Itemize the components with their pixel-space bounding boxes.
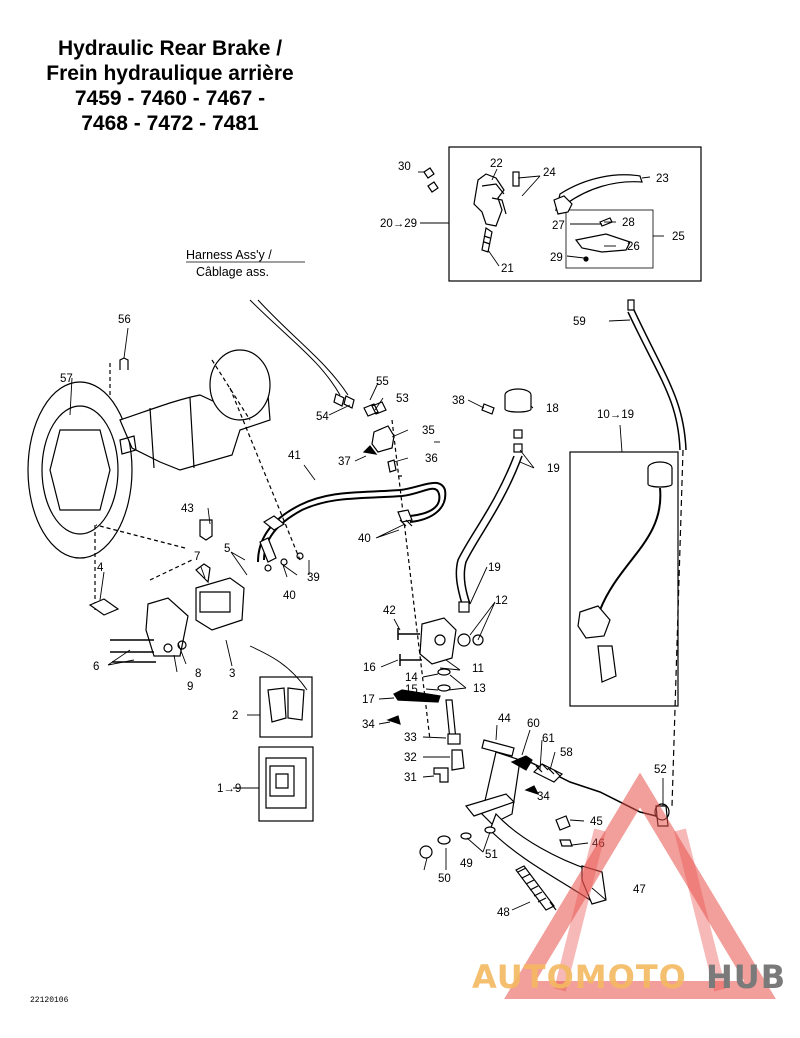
callout-43: 43 (181, 503, 194, 515)
reservoir-18 (481, 388, 532, 453)
callout-16: 16 (363, 662, 376, 674)
harness-wire (249, 299, 355, 409)
callout-20to29: 20→29 (380, 218, 417, 230)
brake-line-41 (257, 481, 447, 563)
callout-numbers: 1→9 2 3 4 5 6 7 8 9 10→19 11 12 13 14 15… (60, 158, 685, 919)
caliper-assembly-box (258, 746, 314, 822)
callout-18: 18 (546, 403, 559, 415)
callout-leaders (69, 168, 664, 911)
callout-30: 30 (398, 161, 411, 173)
callout-38: 38 (452, 395, 465, 407)
callout-39: 39 (307, 572, 320, 584)
callout-51: 51 (485, 849, 498, 861)
callout-19b: 19 (488, 562, 501, 574)
callout-37: 37 (338, 456, 351, 468)
callout-17: 17 (362, 694, 375, 706)
callout-10to19: 10→19 (597, 409, 634, 421)
callout-32: 32 (404, 752, 417, 764)
title-line-3: 7459 - 7460 - 7467 - (74, 87, 266, 110)
callout-34a: 34 (362, 719, 375, 731)
callout-40b: 40 (358, 533, 371, 545)
callout-28: 28 (622, 217, 635, 229)
callout-8: 8 (195, 668, 201, 680)
title-line-1: Hydraulic Rear Brake / (57, 37, 283, 60)
drawing-code: 22120106 (30, 996, 69, 1005)
callout-4: 4 (97, 562, 104, 574)
callout-11: 11 (472, 663, 484, 675)
callout-55: 55 (376, 376, 389, 388)
reservoir-subassembly-box (569, 451, 679, 707)
callout-24: 24 (543, 167, 556, 179)
callout-45: 45 (590, 816, 603, 828)
callout-42: 42 (383, 605, 396, 617)
callout-34b: 34 (537, 791, 550, 803)
callout-58: 58 (560, 747, 573, 759)
callout-59: 59 (573, 316, 586, 328)
callout-25: 25 (672, 231, 685, 243)
callout-12: 12 (495, 595, 508, 607)
callout-9: 9 (187, 681, 193, 693)
callout-14: 14 (405, 672, 418, 684)
callout-48: 48 (497, 907, 510, 919)
watermark-triangle-icon (504, 772, 776, 999)
harness-label-line-1: Harness Ass'y / (186, 248, 272, 262)
callout-41: 41 (288, 450, 301, 462)
callout-3: 3 (229, 668, 235, 680)
callout-27: 27 (552, 220, 565, 232)
callout-6: 6 (93, 661, 99, 673)
lever-kit-bracket (565, 209, 654, 269)
watermark-logo: AUTOMOTO HUB (472, 772, 786, 999)
callout-23: 23 (656, 173, 669, 185)
brake-pads-box (259, 676, 313, 738)
watermark-text-main: AUTOMOTO (472, 958, 687, 996)
axle-housing (119, 349, 271, 471)
watermark-text-hub: HUB (706, 958, 786, 996)
rod-59 (627, 299, 687, 807)
harness-label-line-2: Câblage ass. (196, 265, 269, 279)
callout-13: 13 (473, 683, 486, 695)
callout-35: 35 (422, 425, 435, 437)
callout-36: 36 (425, 453, 438, 465)
callout-53: 53 (396, 393, 409, 405)
reservoir-hose-19 (455, 455, 523, 605)
brake-disc (27, 381, 133, 559)
callout-29: 29 (550, 252, 563, 264)
callout-56: 56 (118, 314, 131, 326)
master-cylinder-inset-box (448, 146, 702, 282)
callout-50: 50 (438, 873, 451, 885)
callout-61: 61 (542, 733, 555, 745)
callout-47: 47 (633, 884, 646, 896)
brake-pedal (464, 739, 665, 905)
callout-26: 26 (627, 241, 640, 253)
callout-40a: 40 (283, 590, 296, 602)
callout-54: 54 (316, 411, 329, 423)
reservoir-subassembly-drawing (577, 461, 673, 683)
callout-19a: 19 (547, 463, 560, 475)
callout-15: 15 (405, 684, 418, 696)
callout-33: 33 (404, 732, 417, 744)
diagram-title: Hydraulic Rear Brake / Frein hydraulique… (20, 36, 320, 136)
callout-1to9: 1→9 (217, 783, 241, 795)
title-line-2: Frein hydraulique arrière (46, 62, 294, 85)
callout-31: 31 (404, 772, 417, 784)
callout-49: 49 (460, 858, 473, 870)
callout-7: 7 (194, 551, 200, 563)
return-spring-48 (515, 865, 557, 911)
callout-2: 2 (232, 710, 238, 722)
callout-22: 22 (490, 158, 503, 170)
callout-44: 44 (498, 713, 511, 725)
callout-21: 21 (501, 263, 514, 275)
master-cylinder-drawing (423, 167, 643, 262)
caliper (110, 519, 245, 663)
callout-5: 5 (224, 543, 230, 555)
callout-52: 52 (654, 764, 667, 776)
callout-57: 57 (60, 373, 73, 385)
callout-60: 60 (527, 718, 540, 730)
title-line-4: 7468 - 7472 - 7481 (81, 112, 259, 135)
